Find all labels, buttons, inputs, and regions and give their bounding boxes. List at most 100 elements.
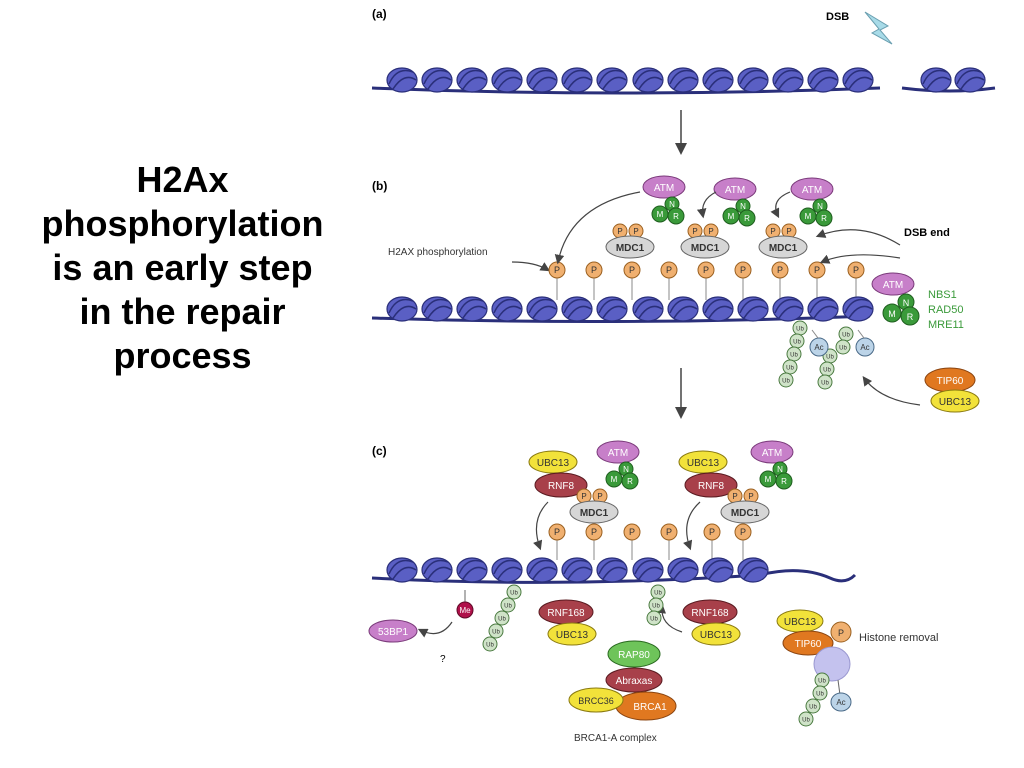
tip60-label: TIP60 bbox=[937, 376, 964, 387]
dna-wrap bbox=[567, 305, 592, 319]
phospho-group: P bbox=[808, 261, 826, 279]
dna-wrap bbox=[809, 298, 835, 314]
dna-wrap bbox=[462, 76, 487, 90]
mdc1-oval bbox=[605, 235, 655, 259]
phospho-circle bbox=[847, 261, 865, 279]
phospho-label: P bbox=[629, 527, 635, 537]
mrn-label-nbs1: NBS1 bbox=[928, 289, 957, 301]
phospho-label: P bbox=[597, 492, 602, 501]
ac-label: Ac bbox=[814, 343, 823, 352]
nucleosome bbox=[456, 557, 488, 583]
mrn-m-label: M bbox=[888, 309, 896, 319]
rnf168-label-left: RNF168 bbox=[547, 608, 585, 619]
nucleosome-row-a bbox=[386, 67, 986, 93]
phospho-circle bbox=[771, 261, 789, 279]
nucleosome bbox=[702, 67, 734, 93]
ub-label: Ub bbox=[823, 368, 831, 374]
me-label: Me bbox=[459, 606, 471, 615]
nucleosome bbox=[526, 557, 558, 583]
dna-wrap bbox=[528, 298, 554, 314]
mrn-label-mre11: MRE11 bbox=[928, 319, 964, 331]
ubc13-label: UBC13 bbox=[537, 458, 570, 469]
ub-label: Ub bbox=[839, 346, 847, 352]
curved-arrow-b5 bbox=[819, 254, 901, 264]
ac-label-histone: Ac bbox=[836, 698, 845, 707]
dna-wrap bbox=[774, 69, 800, 85]
phospho-label: P bbox=[709, 527, 715, 537]
arrow-rnf168-right bbox=[656, 603, 683, 633]
ub-bead: Ub bbox=[805, 698, 821, 714]
ub-bead: Ub bbox=[786, 346, 802, 362]
mrn-m-label: M bbox=[805, 212, 812, 221]
ac-circle bbox=[809, 337, 829, 357]
nucleosome bbox=[421, 557, 453, 583]
rnf168-label-right: RNF168 bbox=[691, 608, 729, 619]
nucleosome bbox=[491, 296, 523, 322]
phospho-label: P bbox=[770, 227, 775, 236]
phospho-circle bbox=[734, 261, 752, 279]
ub-bead: Ub bbox=[482, 636, 498, 652]
phospho-label: P bbox=[666, 265, 672, 275]
phospho-label: P bbox=[554, 265, 560, 275]
dna-wrap bbox=[673, 566, 698, 580]
dna-wrap bbox=[813, 76, 838, 90]
dna-wrap bbox=[669, 69, 695, 85]
dna-wrap bbox=[708, 76, 733, 90]
dna-wrap bbox=[563, 559, 589, 575]
phospho-group: P bbox=[703, 523, 721, 541]
panel-label-a: (a) bbox=[372, 7, 387, 21]
phospho-group: P bbox=[771, 261, 789, 279]
ubc13-oval bbox=[678, 450, 728, 474]
dna-wrap bbox=[567, 566, 592, 580]
ubc13-label: UBC13 bbox=[939, 397, 972, 408]
phospho-group: P bbox=[697, 261, 715, 279]
dna-wrap bbox=[567, 76, 592, 90]
curved-arrow-b6 bbox=[862, 376, 921, 406]
nucleosome bbox=[807, 67, 839, 93]
atm-label: ATM bbox=[762, 448, 782, 459]
phospho-label: P bbox=[740, 265, 746, 275]
ub-bead: Ub bbox=[798, 711, 814, 727]
mdc1-label: MDC1 bbox=[580, 508, 609, 519]
ub-circle bbox=[817, 374, 833, 390]
nucleosome bbox=[772, 296, 804, 322]
ub-bead: Ub bbox=[819, 361, 835, 377]
ub-bead: Ub bbox=[814, 672, 830, 688]
slide-title: H2Ax phosphorylation is an early step in… bbox=[0, 158, 365, 378]
dna-wrap bbox=[809, 69, 835, 85]
nucleosome bbox=[386, 296, 418, 322]
phospho-circle bbox=[703, 523, 721, 541]
tip60-label-histone: TIP60 bbox=[795, 639, 822, 650]
phospho-circle bbox=[808, 261, 826, 279]
ub-bead: Ub bbox=[792, 320, 808, 336]
nucleosome bbox=[667, 67, 699, 93]
atm-label: ATM bbox=[883, 280, 903, 291]
ub-label: Ub bbox=[786, 366, 794, 372]
phospho-group: P bbox=[847, 261, 865, 279]
phospho-circle bbox=[585, 261, 603, 279]
dna-wrap bbox=[458, 69, 484, 85]
phospho-label: P bbox=[786, 227, 791, 236]
nucleosome bbox=[526, 67, 558, 93]
phospho-label: P bbox=[740, 527, 746, 537]
phospho-group: P bbox=[623, 261, 641, 279]
ub-bead: Ub bbox=[506, 584, 522, 600]
ub-bead: Ub bbox=[488, 623, 504, 639]
mdc1-oval bbox=[758, 235, 808, 259]
nucleosome bbox=[667, 296, 699, 322]
ubc13-label: UBC13 bbox=[687, 458, 720, 469]
mdc1-oval bbox=[569, 500, 619, 524]
atm-mrn-dsb-end: ATM M N R bbox=[871, 272, 920, 326]
dna-wrap bbox=[960, 76, 985, 90]
dna-wrap bbox=[462, 305, 487, 319]
dna-wrap bbox=[743, 305, 768, 319]
ubc13-oval bbox=[528, 450, 578, 474]
phospho-group: P bbox=[734, 523, 752, 541]
ub-label: Ub bbox=[652, 604, 660, 610]
mrn-r bbox=[815, 209, 833, 227]
